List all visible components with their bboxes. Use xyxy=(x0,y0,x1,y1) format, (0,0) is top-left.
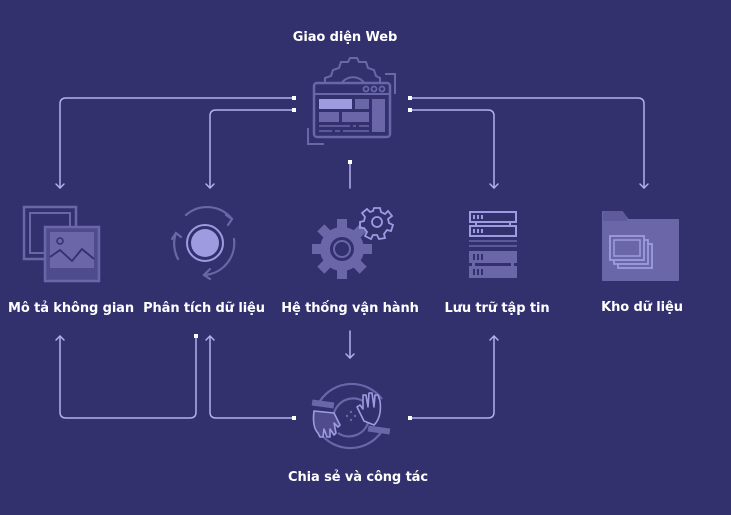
connector-web-to-storage xyxy=(409,109,495,189)
connector-sharing-to-analysis xyxy=(209,335,295,419)
server-stack-icon xyxy=(469,211,517,278)
connector-dot xyxy=(292,108,296,112)
connector-web-to-analysis xyxy=(209,109,295,189)
connector-dot xyxy=(194,334,198,338)
connector-web-to-warehouse xyxy=(409,97,645,189)
connector-dot xyxy=(408,416,412,420)
arrowhead-down xyxy=(205,183,215,189)
arrowhead-down xyxy=(639,183,649,189)
connector-dot xyxy=(348,160,352,164)
connector-web-to-spatial xyxy=(59,97,295,189)
connector-dot xyxy=(408,108,412,112)
connector-dot xyxy=(292,96,296,100)
node-label-data-warehouse: Kho dữ liệu xyxy=(601,300,683,315)
folder-icon xyxy=(602,211,679,281)
arrowhead-down xyxy=(345,353,355,359)
node-label-operating-system: Hệ thống vận hành xyxy=(281,301,419,316)
gears-icon xyxy=(312,207,395,279)
connector-sharing-to-storage xyxy=(409,335,495,419)
node-label-spatial-description: Mô tả không gian xyxy=(7,301,135,316)
picture-frames-icon xyxy=(22,205,101,283)
web-browser-gear-icon xyxy=(307,57,396,145)
arrowhead-up xyxy=(55,335,65,341)
arrowhead-down xyxy=(55,183,65,189)
connector-dot xyxy=(292,416,296,420)
node-label-sharing-collaboration: Chia sẻ và công tác xyxy=(288,470,428,485)
node-label-web-interface: Giao diện Web xyxy=(292,30,398,45)
cycle-arrows-icon xyxy=(170,205,236,281)
connector-dot xyxy=(408,96,412,100)
node-label-data-analysis: Phân tích dữ liệu xyxy=(143,301,265,316)
node-label-file-storage: Lưu trữ tập tin xyxy=(444,301,550,316)
connector-analysis-to-spatial xyxy=(59,335,197,419)
handshake-icon xyxy=(311,382,391,450)
arrowhead-up xyxy=(489,335,499,341)
arrowhead-up xyxy=(205,335,215,341)
arrowhead-down xyxy=(489,183,499,189)
